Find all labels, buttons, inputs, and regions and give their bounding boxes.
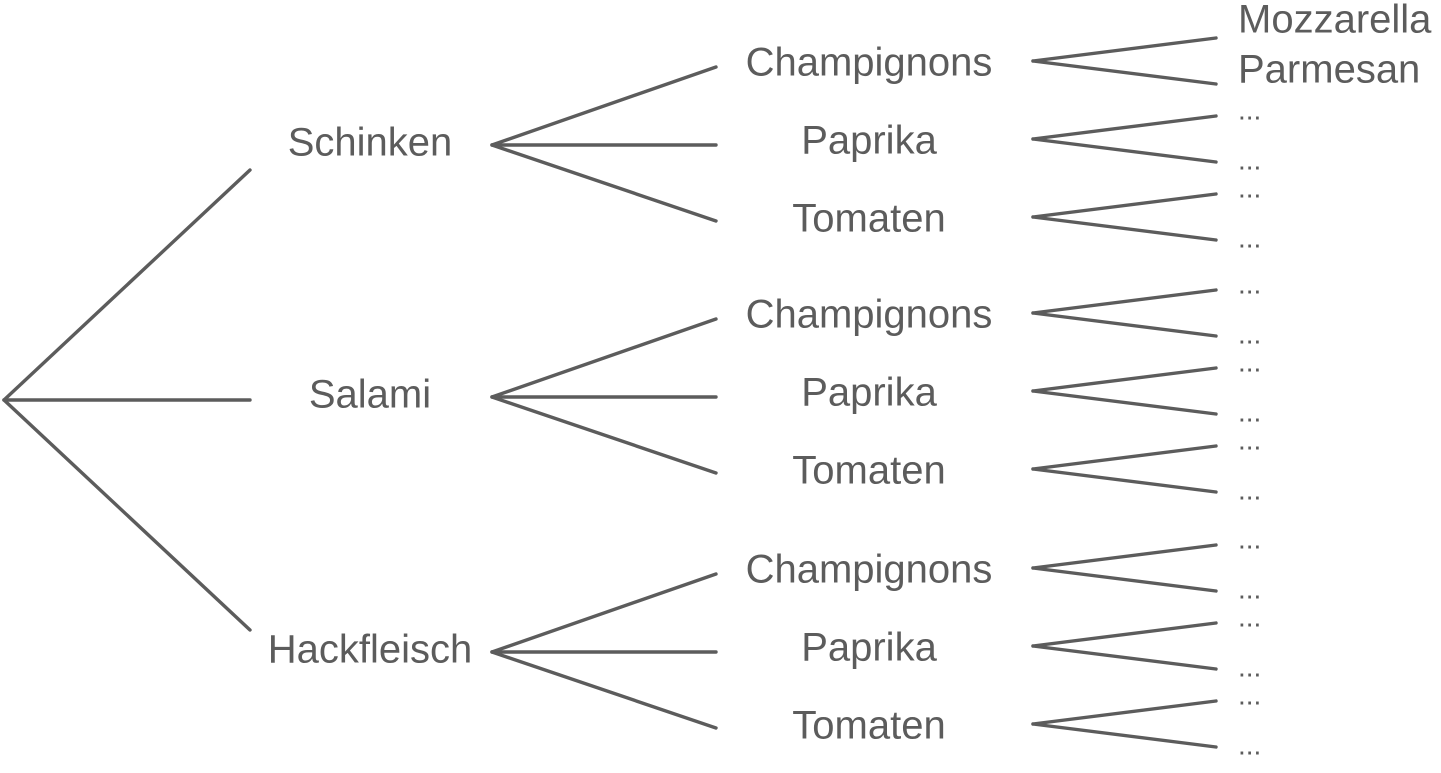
- leaf-ellipsis: ...: [1238, 172, 1261, 203]
- leaf-ellipsis: ...: [1238, 523, 1261, 554]
- leaf-ellipsis: ...: [1238, 268, 1261, 299]
- edge-champignons-leaf-1: [1031, 59, 1218, 86]
- node-salami-champignons: Champignons: [746, 293, 993, 337]
- edge-champignons-leaf-1: [1031, 566, 1218, 593]
- leaf-ellipsis: ...: [1238, 424, 1261, 455]
- node-salami-paprika: Paprika: [801, 371, 937, 415]
- node-salami-tomaten: Tomaten: [792, 449, 945, 493]
- tree-edges: [2, 36, 1218, 749]
- edge-champignons-leaf-0: [1031, 36, 1218, 63]
- edge-tomaten-leaf-1: [1031, 215, 1218, 242]
- edge-paprika-leaf-1: [1031, 137, 1218, 164]
- leaf-parmesan: Parmesan: [1238, 48, 1420, 92]
- edge-hackfleisch-to-champignons: [490, 572, 718, 654]
- edge-paprika-leaf-0: [1031, 114, 1218, 141]
- edge-paprika-leaf-1: [1031, 644, 1218, 671]
- edge-champignons-leaf-0: [1031, 288, 1218, 315]
- node-hackfleisch-champignons: Champignons: [746, 548, 993, 592]
- node-salami: Salami: [309, 373, 431, 417]
- node-hackfleisch-paprika: Paprika: [801, 626, 937, 670]
- leaf-ellipsis: ...: [1238, 601, 1261, 632]
- node-schinken-paprika: Paprika: [801, 119, 937, 163]
- edge-paprika-leaf-0: [1031, 366, 1218, 393]
- node-hackfleisch: Hackfleisch: [268, 628, 473, 672]
- leaf-mozzarella: Mozzarella: [1238, 0, 1432, 42]
- edge-hackfleisch-to-tomaten: [490, 650, 718, 730]
- leaf-ellipsis: ...: [1238, 318, 1261, 349]
- edge-paprika-leaf-0: [1031, 621, 1218, 648]
- edge-tomaten-leaf-0: [1031, 699, 1218, 726]
- leaf-ellipsis: ...: [1238, 474, 1261, 505]
- leaf-ellipsis: ...: [1238, 144, 1261, 175]
- node-schinken-champignons: Champignons: [746, 41, 993, 85]
- leaf-ellipsis: ...: [1238, 651, 1261, 682]
- edge-champignons-leaf-1: [1031, 311, 1218, 338]
- leaf-ellipsis: ...: [1238, 573, 1261, 604]
- edge-tomaten-leaf-1: [1031, 722, 1218, 749]
- leaf-ellipsis: ...: [1238, 729, 1261, 760]
- leaf-ellipsis: ...: [1238, 346, 1261, 377]
- edge-root-to-schinken: [2, 168, 252, 402]
- node-schinken: Schinken: [288, 121, 453, 165]
- edge-paprika-leaf-1: [1031, 389, 1218, 416]
- edge-tomaten-leaf-0: [1031, 444, 1218, 471]
- tree-labels: SchinkenChampignonsMozzarellaParmesanPap…: [268, 0, 1432, 760]
- node-hackfleisch-tomaten: Tomaten: [792, 704, 945, 748]
- edge-salami-to-champignons: [490, 317, 718, 399]
- edge-tomaten-leaf-1: [1031, 467, 1218, 494]
- leaf-ellipsis: ...: [1238, 396, 1261, 427]
- edge-schinken-to-champignons: [490, 65, 718, 147]
- edge-root-to-hackfleisch: [2, 398, 252, 632]
- edge-tomaten-leaf-0: [1031, 192, 1218, 219]
- leaf-ellipsis: ...: [1238, 222, 1261, 253]
- leaf-ellipsis: ...: [1238, 679, 1261, 710]
- leaf-ellipsis: ...: [1238, 94, 1261, 125]
- edge-schinken-to-tomaten: [490, 143, 718, 223]
- node-schinken-tomaten: Tomaten: [792, 197, 945, 241]
- edge-champignons-leaf-0: [1031, 543, 1218, 570]
- edge-salami-to-tomaten: [490, 395, 718, 475]
